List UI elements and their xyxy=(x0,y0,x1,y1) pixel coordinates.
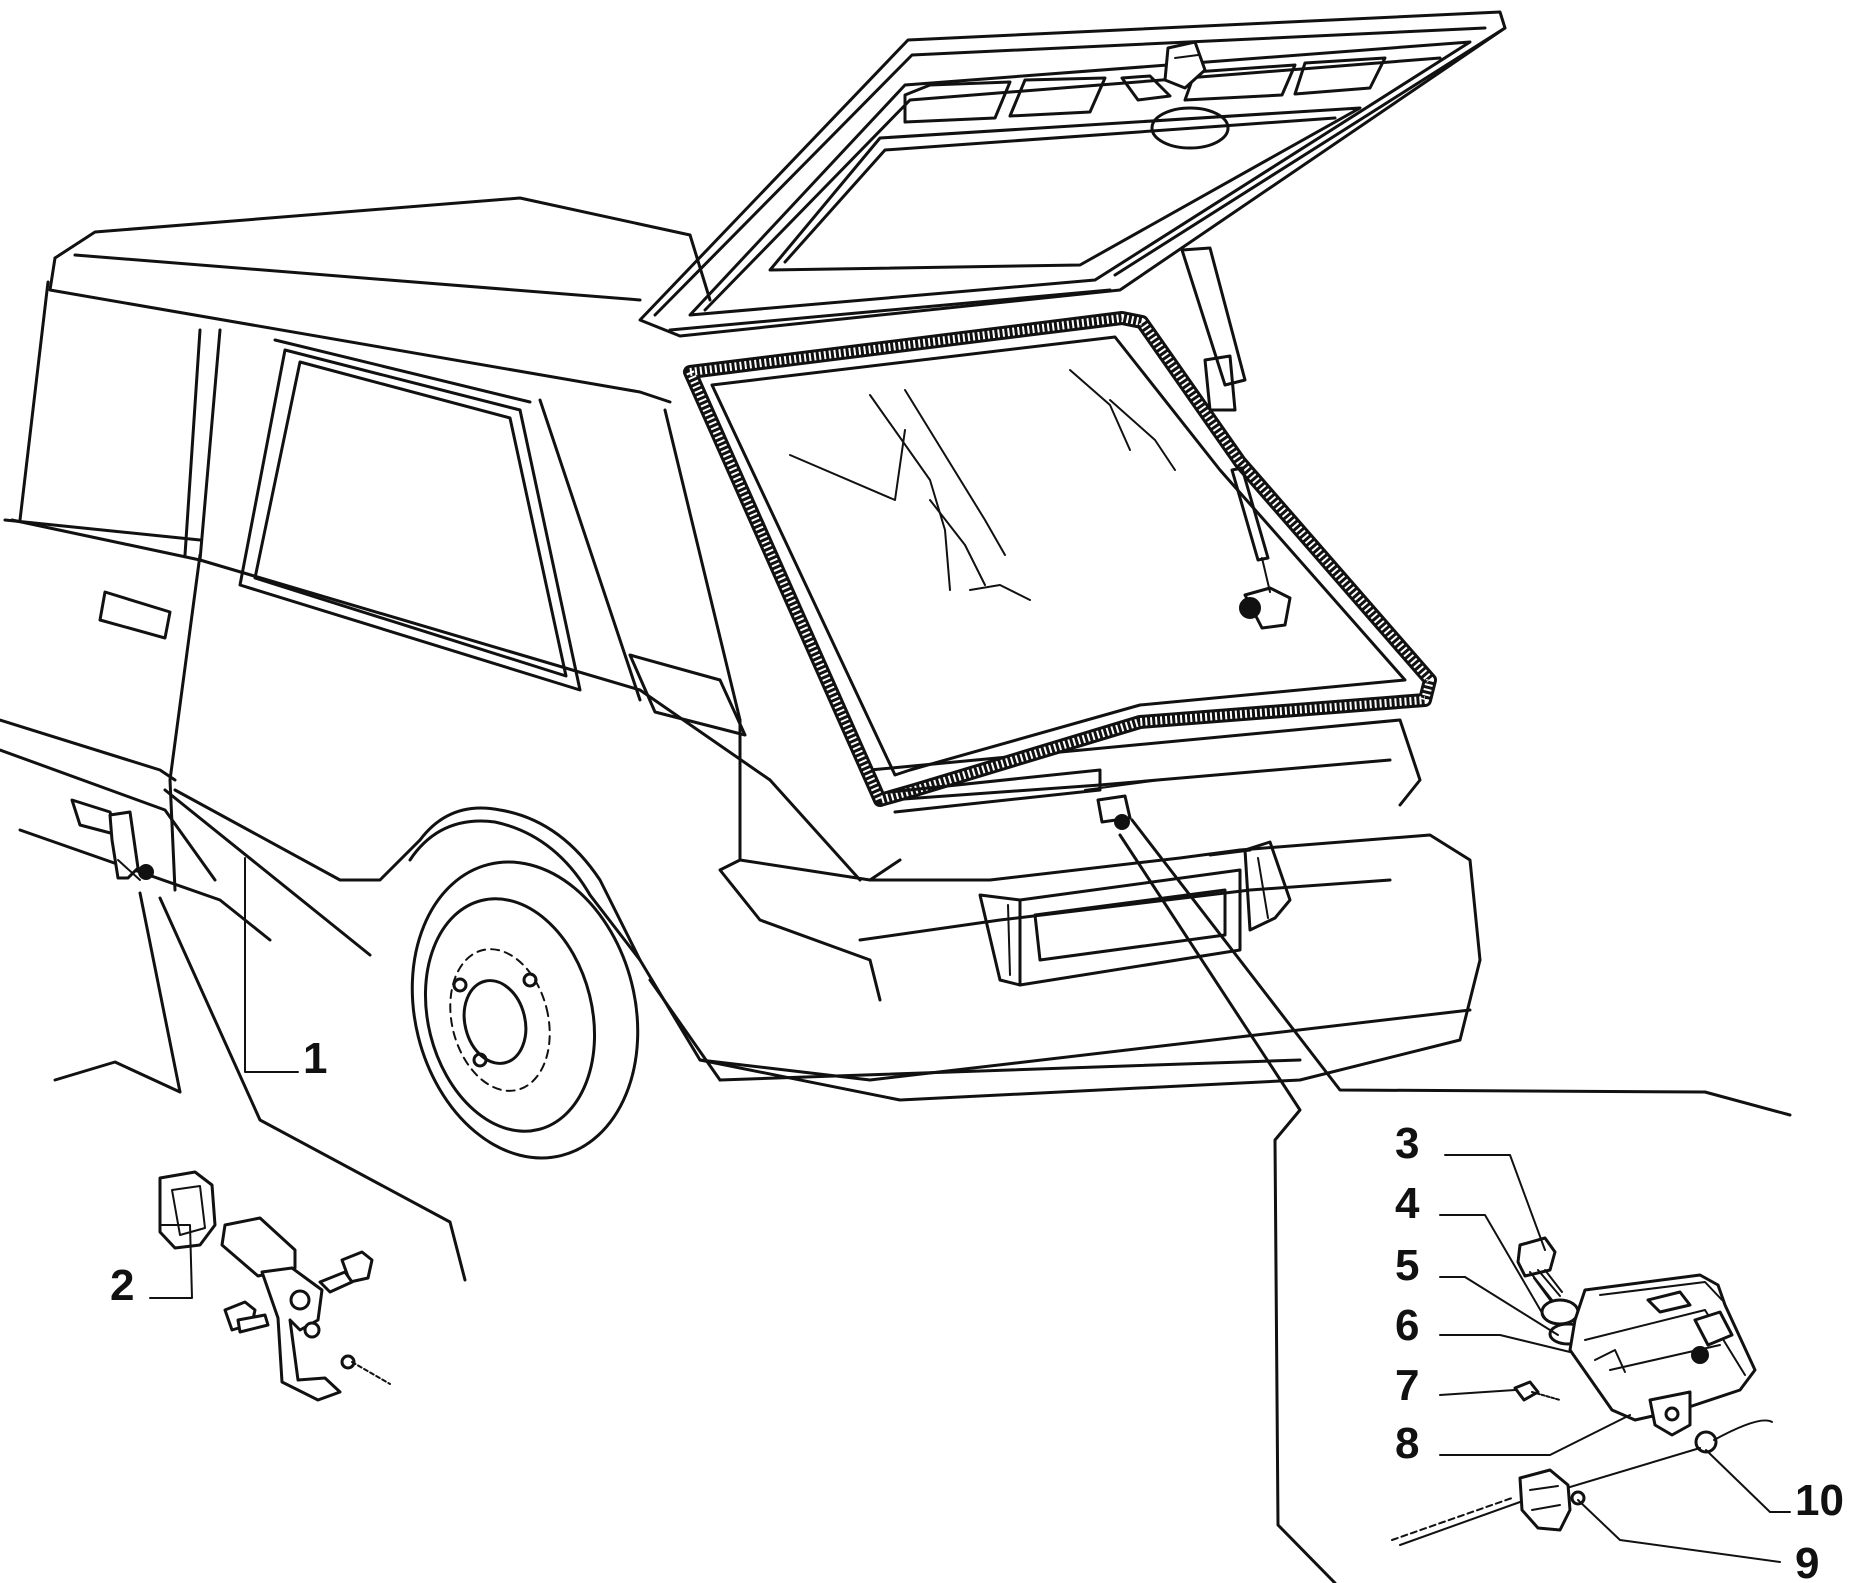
hinge-on-car xyxy=(70,798,154,881)
leader-9 xyxy=(1577,1499,1781,1563)
hinge-detail xyxy=(158,1170,391,1402)
callout-4: 4 xyxy=(1395,1179,1420,1228)
leader-lines xyxy=(149,857,1791,1563)
leader-4 xyxy=(1439,1214,1546,1319)
detail-frame-right xyxy=(1118,818,1792,1583)
car-body xyxy=(0,196,1482,1102)
callout-5: 5 xyxy=(1395,1241,1419,1290)
leader-10 xyxy=(1705,1449,1791,1513)
callout-3: 3 xyxy=(1395,1119,1419,1168)
leader-3 xyxy=(1444,1154,1546,1251)
leader-1 xyxy=(244,857,299,1073)
callout-10: 10 xyxy=(1795,1476,1844,1525)
leader-5 xyxy=(1439,1276,1559,1336)
rear-wheel xyxy=(410,860,640,1160)
tailgate xyxy=(638,10,1507,412)
callout-7: 7 xyxy=(1395,1361,1419,1410)
detail-frame-left xyxy=(53,891,467,1282)
leader-8 xyxy=(1439,1414,1631,1456)
leader-7 xyxy=(1439,1389,1516,1396)
callout-1: 1 xyxy=(303,1034,327,1083)
callout-9: 9 xyxy=(1795,1539,1819,1583)
callout-8: 8 xyxy=(1395,1419,1419,1468)
latch-detail xyxy=(1391,1236,1773,1546)
callout-2: 2 xyxy=(110,1261,134,1310)
callout-6: 6 xyxy=(1395,1301,1419,1350)
rear-window xyxy=(683,311,1437,807)
callout-numbers: 1 2 3 4 5 6 7 8 9 10 xyxy=(110,1034,1844,1583)
leader-6 xyxy=(1439,1334,1571,1353)
leader-2 xyxy=(149,1224,193,1299)
latch-location xyxy=(888,768,1161,830)
